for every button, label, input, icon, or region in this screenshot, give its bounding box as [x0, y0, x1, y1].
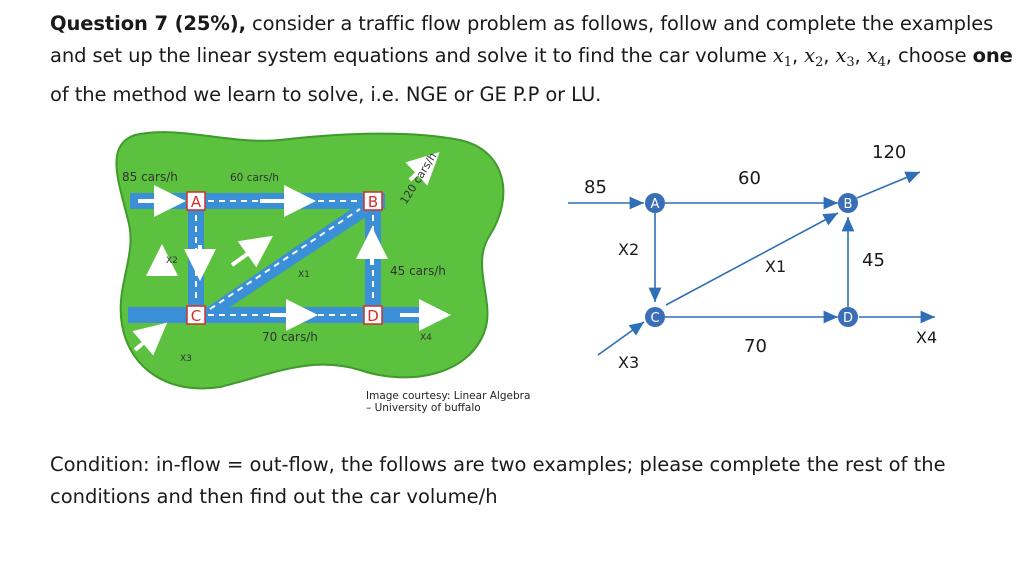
traffic-map-illustration: A B C D 85 cars/h 60 cars/h 120 cars/h 4… [115, 131, 505, 390]
top-flow-label: 60 cars/h [230, 172, 279, 184]
node-c-label: C [191, 307, 201, 325]
right-flow-label: 45 cars/h [390, 264, 446, 278]
question-text-b: , choose [885, 44, 973, 67]
diagram-nodes: A B C D [645, 193, 858, 327]
var-x4: x4 [866, 44, 886, 70]
x3-label: X3 [180, 354, 192, 364]
var-x1: x1 [772, 44, 792, 70]
diagram-node-b: B [844, 197, 853, 212]
var-x2: x2 [804, 44, 824, 70]
question-lead: Question 7 (25%), [50, 12, 246, 35]
x1-label: X1 [298, 270, 310, 280]
diagram-node-d: D [843, 311, 853, 326]
question-text-c: of the method we learn to solve, i.e. NG… [50, 83, 602, 106]
in-flow-label: 85 cars/h [122, 170, 178, 184]
diagram-right-flow: 45 [862, 250, 885, 271]
condition-text: Condition: in-flow = out-flow, the follo… [50, 453, 946, 508]
illustration-nodes: A B C D [186, 191, 383, 325]
var-x3: x3 [835, 44, 855, 70]
network-diagram: A B C D 85 60 120 45 70 X1 X2 X3 X4 [568, 142, 937, 372]
image-courtesy: Image courtesy: Linear Algebra – Univers… [366, 390, 530, 414]
question-bold-word: one [972, 44, 1013, 67]
diagram-in-flow: 85 [584, 177, 607, 198]
courtesy-line-2: – University of buffalo [366, 402, 481, 414]
question-text: Question 7 (25%), consider a traffic flo… [50, 12, 1013, 106]
diagram-node-a: A [651, 197, 660, 212]
diagram-x2: X2 [618, 240, 639, 259]
courtesy-line-1: Image courtesy: Linear Algebra [366, 390, 531, 402]
flow-arrows [132, 152, 451, 356]
diagram-x1: X1 [765, 257, 786, 276]
bottom-flow-label: 70 cars/h [262, 330, 318, 344]
diagram-x3: X3 [618, 353, 639, 372]
x2-label: X2 [166, 256, 178, 266]
question-text-a: consider a traffic flow problem as follo… [50, 12, 994, 67]
node-b-label: B [368, 193, 378, 211]
node-d-label: D [367, 307, 379, 325]
diagram-out-flow: 120 [872, 142, 906, 163]
diagram-x4: X4 [916, 328, 937, 347]
diagram-top-flow: 60 [738, 168, 761, 189]
diagram-node-c: C [650, 311, 659, 326]
diagram-bottom-flow: 70 [744, 336, 767, 357]
node-a-label: A [191, 193, 202, 211]
x4-label: X4 [420, 333, 432, 343]
